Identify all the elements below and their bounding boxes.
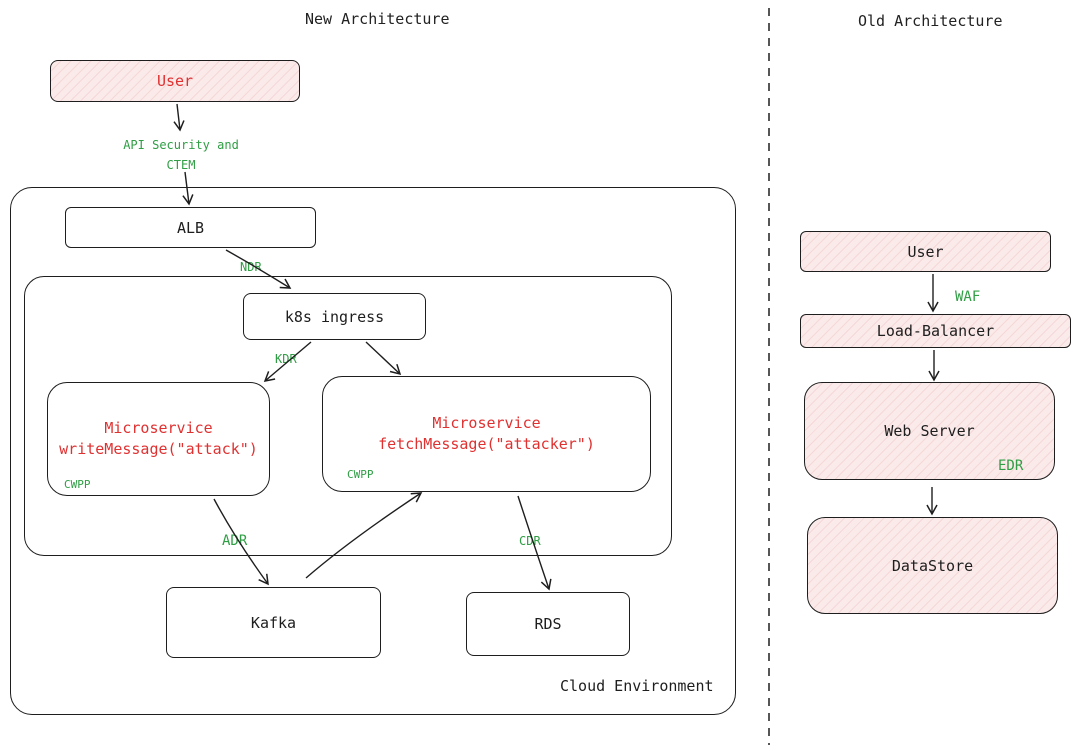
new-architecture-heading: New Architecture: [305, 10, 450, 28]
microservice-fetch-title: Microservice: [432, 414, 541, 432]
arrow-write-to-kafka: [213, 498, 269, 586]
arrow-alb-to-ingress: [225, 249, 292, 289]
microservice-fetch-node[interactable]: Microservice fetchMessage("attacker") CW…: [322, 376, 651, 492]
cdr-label: CDR: [519, 534, 541, 548]
rds-node[interactable]: RDS: [466, 592, 630, 656]
old-architecture-heading: Old Architecture: [858, 12, 1003, 30]
arrow-kafka-to-fetch: [305, 492, 423, 579]
kdr-label: KDR: [275, 352, 297, 366]
arrow-ingress-to-write: [263, 341, 312, 382]
api-security-label: API Security and CTEM: [116, 135, 246, 175]
api-security-line-1: API Security and: [123, 138, 239, 152]
kafka-node[interactable]: Kafka: [166, 587, 381, 658]
microservice-write-tag: CWPP: [64, 478, 91, 491]
ndr-label: NDR: [240, 260, 262, 274]
user-node-old[interactable]: User: [800, 231, 1051, 272]
microservice-fetch-tag: CWPP: [347, 468, 374, 481]
arrow-api-to-alb: [182, 171, 194, 206]
waf-label: WAF: [955, 289, 981, 305]
arrow-ingress-to-fetch: [365, 341, 402, 376]
alb-node[interactable]: ALB: [65, 207, 316, 248]
api-security-line-2: CTEM: [166, 158, 196, 172]
microservice-fetch-call: fetchMessage("attacker"): [378, 435, 595, 453]
user-node-new[interactable]: User: [50, 60, 300, 102]
datastore-node[interactable]: DataStore: [807, 517, 1058, 614]
edr-label: EDR: [998, 458, 1024, 474]
web-server-label: Web Server: [884, 422, 975, 440]
arrow-fetch-to-rds: [517, 495, 552, 591]
cloud-environment-label: Cloud Environment: [560, 677, 714, 695]
microservice-write-title: Microservice: [104, 419, 213, 437]
web-server-node[interactable]: Web Server EDR: [804, 382, 1055, 480]
load-balancer-node[interactable]: Load-Balancer: [800, 314, 1071, 348]
cluster-container: [24, 276, 672, 556]
microservice-write-node[interactable]: Microservice writeMessage("attack") CWPP: [47, 382, 270, 496]
arrow-user-to-api-label: [173, 103, 185, 132]
microservice-write-call: writeMessage("attack"): [59, 440, 258, 458]
k8s-ingress-node[interactable]: k8s ingress: [243, 293, 426, 340]
cloud-environment-container: [10, 187, 736, 715]
